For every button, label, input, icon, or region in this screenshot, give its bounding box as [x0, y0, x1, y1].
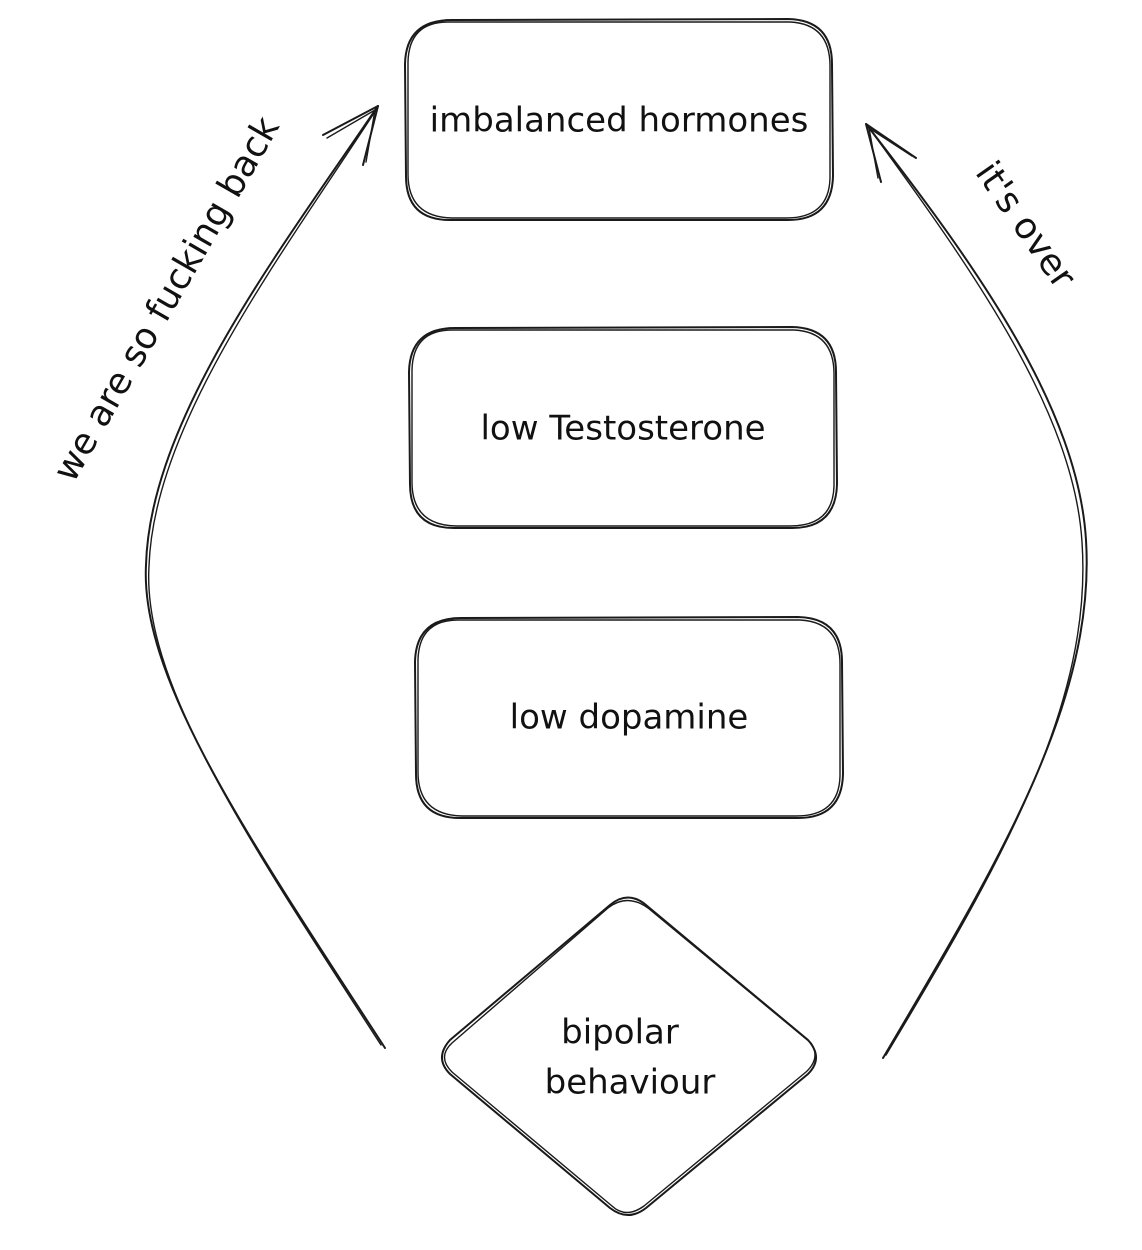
node-low-dopamine[interactable]: low dopamine	[414, 616, 844, 819]
node-low-dopamine-label: low dopamine	[510, 698, 749, 738]
edge-left-arrow	[144, 105, 386, 1049]
node-bipolar-label-line1: bipolar	[561, 1013, 679, 1053]
left-arrowhead-icon	[322, 105, 379, 166]
node-low-testosterone[interactable]: low Testosterone	[408, 326, 838, 529]
edge-right-label: it's over	[967, 154, 1084, 296]
edge-right-arrow	[865, 123, 1088, 1059]
node-imbalanced-hormones[interactable]: imbalanced hormones	[404, 18, 834, 221]
node-low-testosterone-label: low Testosterone	[480, 409, 765, 449]
node-bipolar-behaviour[interactable]: bipolar behaviour	[441, 896, 817, 1216]
node-bipolar-label-line2: behaviour	[545, 1063, 716, 1103]
right-arrowhead-icon	[865, 123, 917, 183]
node-imbalanced-hormones-label: imbalanced hormones	[430, 101, 809, 141]
